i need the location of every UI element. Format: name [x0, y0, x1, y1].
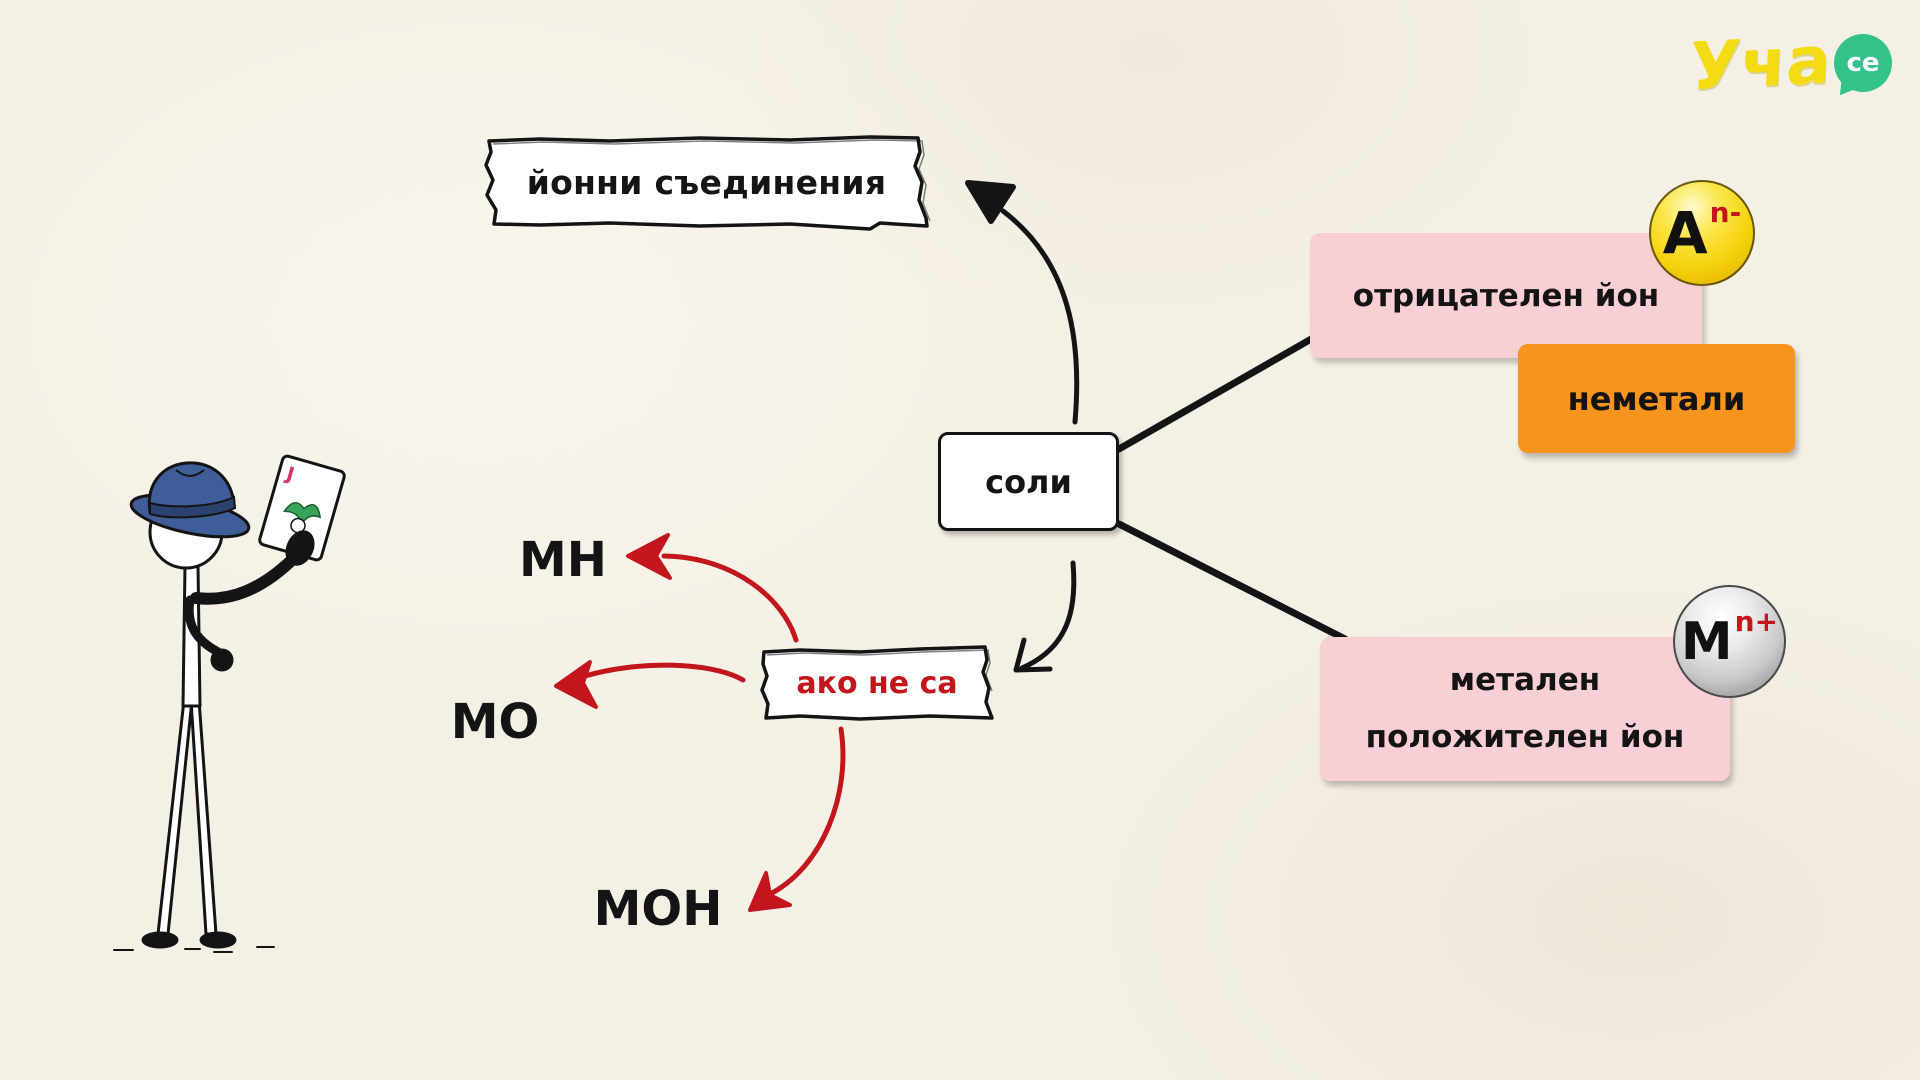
logo-text: Уча — [1687, 21, 1834, 106]
title-banner-label: йонни съединения — [526, 162, 887, 202]
condition-banner: ако не са — [762, 647, 992, 719]
right-leg — [189, 698, 218, 936]
anion-charge: n- — [1709, 196, 1742, 229]
fedora-hat-icon — [129, 461, 251, 539]
exception-moh: MOH — [578, 874, 738, 944]
exception-label: MH — [519, 532, 607, 588]
card-hand — [285, 530, 315, 566]
cation-label-line1: метален — [1449, 662, 1601, 698]
raised-arm — [190, 550, 302, 605]
left-foot — [141, 931, 179, 949]
exception-mo: MO — [435, 687, 555, 757]
title-banner-shape — [484, 135, 931, 231]
left-leg — [156, 698, 194, 936]
salts-label: соли — [985, 462, 1072, 501]
logo-bubble-text: се — [1846, 48, 1880, 78]
arrow-to-condition — [1013, 560, 1077, 673]
nonmetals-label: неметали — [1567, 379, 1746, 418]
stick-figure: J — [113, 454, 346, 953]
cation-box: метален положителен йон — [1320, 637, 1730, 781]
arrow-to-mo — [554, 660, 746, 709]
cation-charge: n+ — [1734, 604, 1779, 638]
anion-box: отрицателен йон — [1310, 233, 1702, 358]
connector-to-cation — [1115, 520, 1349, 643]
condition-banner-shape — [760, 645, 994, 721]
anion-label: отрицателен йон — [1352, 277, 1660, 314]
exception-label: MO — [450, 694, 540, 750]
brand-logo: Уча се — [1688, 21, 1895, 106]
title-banner: йонни съединения — [486, 137, 927, 227]
ground-dashes — [113, 946, 275, 953]
cation-symbol: M — [1680, 611, 1733, 672]
speech-bubble-icon: се — [1834, 34, 1892, 92]
exception-mh: MH — [503, 525, 623, 595]
arrow-to-moh — [748, 726, 846, 912]
arrow-to-title-banner — [965, 180, 1080, 425]
salts-node: соли — [938, 432, 1119, 531]
jester-card-icon: J — [258, 454, 346, 562]
connector-to-anion — [1115, 334, 1317, 453]
right-foot — [199, 931, 237, 949]
nonmetals-box: неметали — [1518, 344, 1795, 453]
lower-hand — [210, 648, 234, 672]
condition-label: ако не са — [796, 665, 958, 701]
arrow-to-mh — [626, 533, 799, 643]
lower-arm — [184, 595, 223, 657]
anion-symbol: A — [1662, 199, 1708, 267]
exception-label: MOH — [593, 881, 723, 937]
cation-label-line2: положителен йон — [1365, 719, 1685, 755]
